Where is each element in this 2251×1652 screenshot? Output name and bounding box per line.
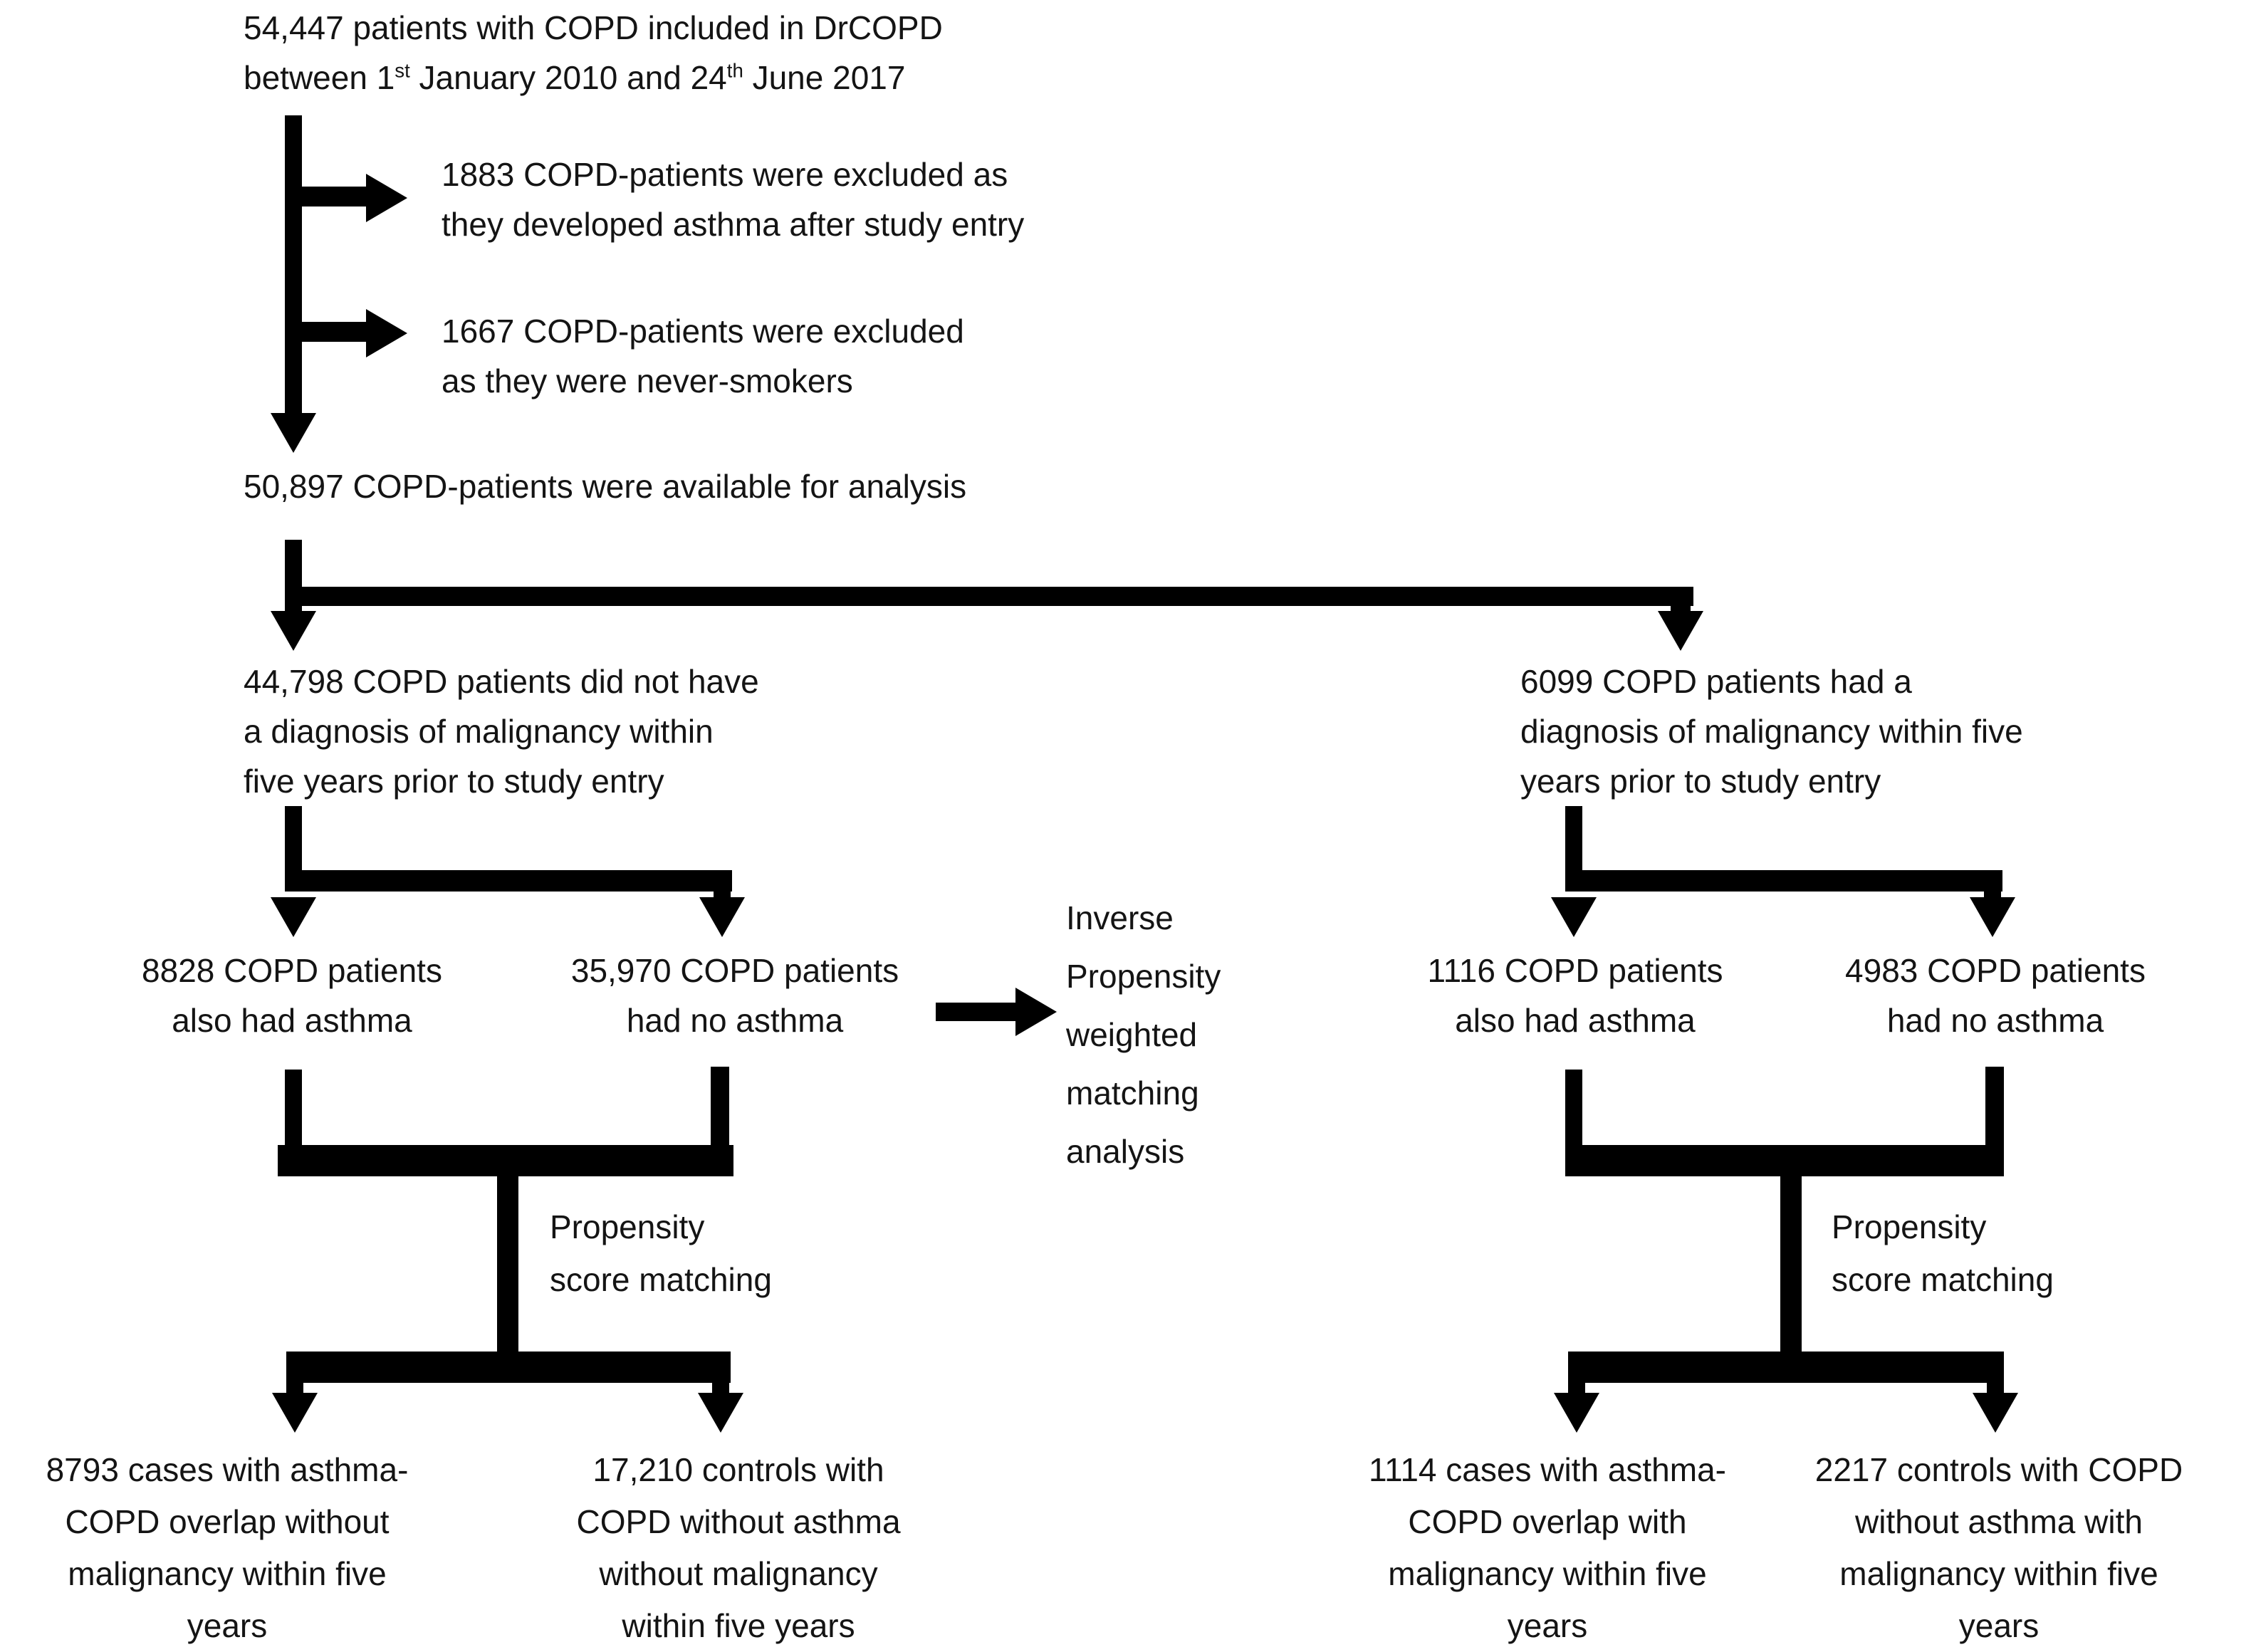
- connector-exclusion1: [286, 187, 366, 206]
- connector-left-t-bar: [285, 870, 732, 892]
- connector-right-bracket-bottom-bar: [1568, 1352, 2004, 1383]
- note-psm-right: Propensity score matching: [1832, 1208, 2054, 1298]
- note-ipw-analysis: Inverse Propensity weighted matching ana…: [1066, 899, 1221, 1170]
- arrowhead-down-left-controls: [698, 1393, 743, 1433]
- superscript-st: st: [395, 59, 410, 82]
- arrowhead-down-left-asthma: [271, 897, 316, 937]
- node-right-no-asthma: 4983 COPD patients had no asthma: [1845, 952, 2146, 1039]
- arrowhead-down-right-cases: [1554, 1393, 1599, 1433]
- connector-left-bracket-stub-b: [711, 1067, 729, 1156]
- node-available: 50,897 COPD-patients were available for …: [244, 468, 967, 505]
- connector-left-bracket-stub-a: [285, 1070, 302, 1156]
- superscript-th: th: [726, 59, 743, 82]
- node-cases-malignancy: 1114 cases with asthma- COPD overlap wit…: [1369, 1451, 1726, 1644]
- node-malignancy: 6099 COPD patients had a diagnosis of ma…: [1520, 663, 2023, 800]
- connector-split-horizontal: [285, 587, 1693, 606]
- connector-left-bracket-center: [497, 1175, 518, 1354]
- connector-right-bracket-top-bar: [1565, 1145, 2004, 1176]
- arrowhead-down-left-cases: [272, 1393, 318, 1433]
- node-enrolled-line2: between 1st January 2010 and 24th June 2…: [244, 59, 906, 96]
- arrowhead-down-left-branch: [271, 611, 316, 651]
- connector-right-bracket-stub-a: [1565, 1070, 1582, 1156]
- node-right-asthma: 1116 COPD patients also had asthma: [1427, 952, 1723, 1039]
- node-enrolled: 54,447 patients with COPD included in Dr…: [244, 3, 943, 103]
- arrowhead-right-ipw: [1015, 988, 1057, 1036]
- node-left-asthma: 8828 COPD patients also had asthma: [142, 952, 442, 1039]
- connector-left-bracket-bottom-bar: [286, 1352, 731, 1383]
- connector-right-out-drop-b: [1987, 1381, 2004, 1394]
- connector-left-out-drop-a: [286, 1381, 303, 1394]
- connector-right-branch-drop: [1671, 587, 1691, 612]
- arrowhead-down-available: [271, 413, 316, 453]
- arrowhead-down-right-controls: [1973, 1393, 2018, 1433]
- connector-right-out-drop-a: [1568, 1381, 1585, 1394]
- connector-right-t-bar: [1565, 870, 2002, 892]
- connector-left-out-drop-b: [712, 1381, 729, 1394]
- node-excluded-smokers: 1667 COPD-patients were excluded as they…: [442, 313, 964, 399]
- node-controls-no-malignancy: 17,210 controls with COPD without asthma…: [576, 1451, 901, 1644]
- node-enrolled-line1: 54,447 patients with COPD included in Dr…: [244, 9, 943, 46]
- arrowhead-down-left-no-asthma: [699, 897, 745, 937]
- arrowhead-right-exclusion2: [366, 309, 407, 357]
- node-excluded-asthma: 1883 COPD-patients were excluded as they…: [442, 156, 1025, 243]
- arrowhead-down-right-asthma: [1551, 897, 1597, 937]
- arrowhead-right-exclusion1: [366, 174, 407, 222]
- node-no-malignancy: 44,798 COPD patients did not have a diag…: [244, 663, 759, 800]
- connector-top-vertical: [285, 115, 302, 414]
- node-controls-malignancy: 2217 controls with COPD without asthma w…: [1814, 1451, 2183, 1644]
- node-cases-no-malignancy: 8793 cases with asthma- COPD overlap wit…: [46, 1451, 409, 1644]
- connector-right-bracket-stub-b: [1985, 1067, 2004, 1156]
- note-psm-left: Propensity score matching: [550, 1208, 772, 1298]
- connector-exclusion2: [286, 322, 366, 342]
- connector-right-bracket-center: [1780, 1175, 1802, 1354]
- connector-ipw: [936, 1003, 1015, 1021]
- arrowhead-down-right-no-asthma: [1970, 897, 2015, 937]
- node-left-no-asthma: 35,970 COPD patients had no asthma: [570, 952, 899, 1039]
- arrowhead-down-right-branch: [1658, 611, 1703, 651]
- connector-left-bracket-top-bar: [278, 1145, 733, 1176]
